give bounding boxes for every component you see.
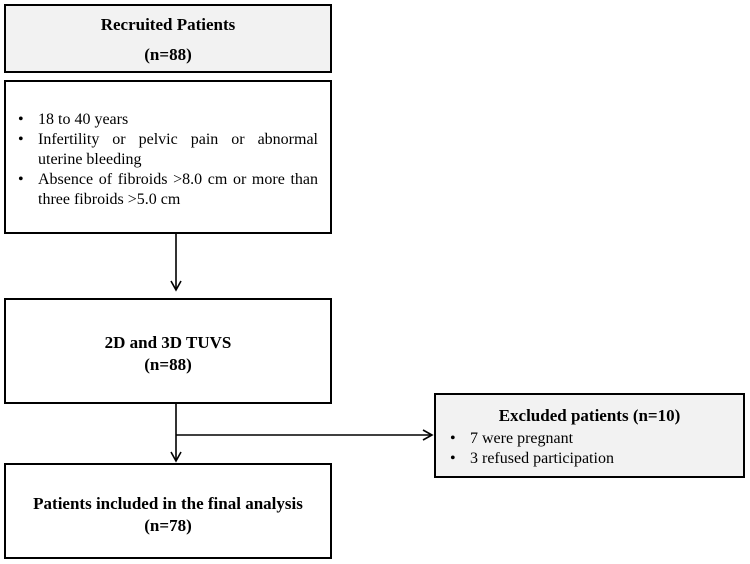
final-count: (n=78) (144, 516, 192, 535)
inclusion-criteria-box: 18 to 40 years Infertility or pelvic pai… (4, 80, 332, 234)
criteria-item: 18 to 40 years (14, 110, 318, 130)
excluded-reason-item: 7 were pregnant (446, 429, 733, 449)
excluded-reasons-list: 7 were pregnant 3 refused participation (446, 429, 733, 469)
final-title: Patients included in the final analysis (33, 494, 303, 513)
tuvs-count: (n=88) (144, 355, 192, 374)
final-analysis-box: Patients included in the final analysis … (4, 463, 332, 559)
inclusion-criteria-list: 18 to 40 years Infertility or pelvic pai… (14, 110, 318, 210)
recruited-count: (n=88) (144, 45, 192, 64)
criteria-item: Infertility or pelvic pain or abnormal u… (14, 130, 318, 170)
recruited-title: Recruited Patients (100, 15, 236, 34)
tuvs-box: 2D and 3D TUVS (n=88) (4, 298, 332, 404)
tuvs-title: 2D and 3D TUVS (104, 333, 232, 352)
excluded-title: Excluded patients (n=10) (498, 406, 681, 425)
criteria-item: Absence of fibroids >8.0 cm or more than… (14, 170, 318, 210)
excluded-patients-box: Excluded patients (n=10) 7 were pregnant… (434, 393, 745, 478)
recruited-patients-box: Recruited Patients (n=88) (4, 4, 332, 73)
excluded-reason-item: 3 refused participation (446, 449, 733, 469)
